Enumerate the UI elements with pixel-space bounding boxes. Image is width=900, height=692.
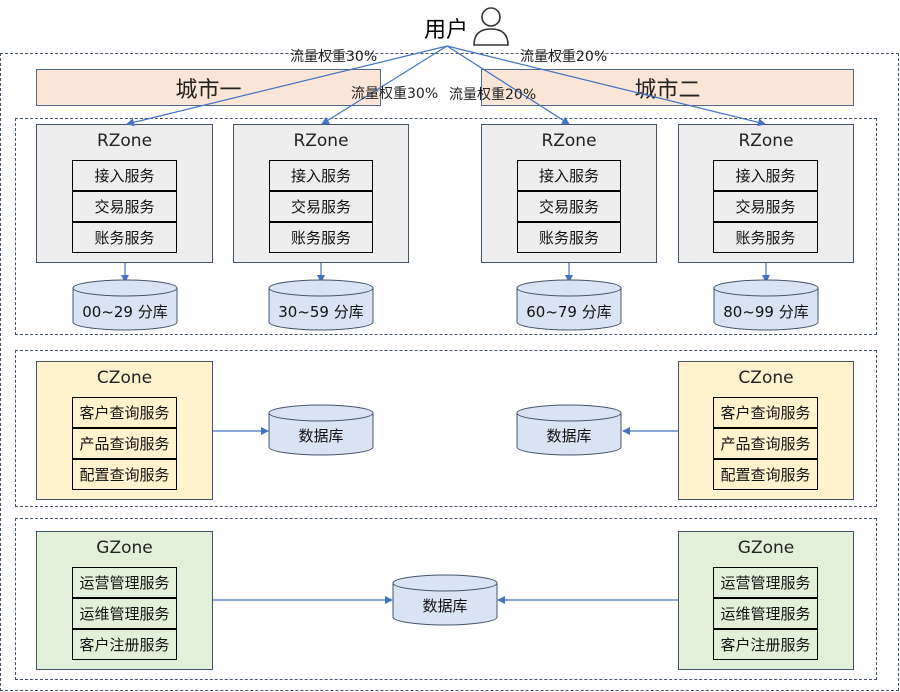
rzone-1: RZone [36,124,213,263]
traffic-arrow [446,45,570,125]
gzone-title: GZone [737,538,795,558]
database-cylinder [516,279,622,331]
service-box: 接入服务 [269,160,373,191]
user-icon [470,5,512,47]
czone-band [15,350,877,507]
service-box: 交易服务 [269,191,373,222]
service-box: 配置查询服务 [713,459,818,490]
traffic-weight-label: 流量权重20% [449,87,537,103]
service-box: 运营管理服务 [72,567,177,598]
service-box: 接入服务 [72,160,177,191]
czone-title: CZone [738,368,794,388]
service-box: 产品查询服务 [713,428,818,459]
czone-title: CZone [96,368,153,388]
database-cylinder [268,404,374,456]
database-label: 数据库 [422,597,468,615]
service-box: 接入服务 [713,160,818,191]
rzone-2: RZone [233,124,409,263]
service-box: 客户查询服务 [72,397,177,428]
service-box: 运营管理服务 [713,567,818,598]
database-label: 60~79 分库 [526,303,612,321]
service-box: 运维管理服务 [713,598,818,629]
service-box: 客户查询服务 [713,397,818,428]
service-box: 运维管理服务 [72,598,177,629]
database-label: 00~29 分库 [82,303,168,321]
database-cylinder [516,404,622,456]
service-box: 账务服务 [72,222,177,253]
service-box: 接入服务 [517,160,621,191]
city-two-label: 城市二 [634,77,701,103]
deployment-boundary [0,53,899,691]
rzone-title: RZone [96,131,153,151]
service-box: 客户注册服务 [713,629,818,660]
service-box: 产品查询服务 [72,428,177,459]
rzone-title: RZone [541,131,597,151]
gzone-band [15,518,877,680]
service-box: 交易服务 [713,191,818,222]
database-cylinder [72,279,178,331]
service-box: 交易服务 [72,191,177,222]
database-cylinder [713,279,819,331]
service-box: 配置查询服务 [72,459,177,490]
service-box: 账务服务 [269,222,373,253]
database-label: 数据库 [546,427,592,445]
traffic-weight-label: 流量权重20% [520,49,608,65]
rzone-title: RZone [293,131,349,151]
traffic-arrow [446,45,766,127]
service-box: 交易服务 [517,191,621,222]
traffic-arrow [126,45,448,127]
traffic-arrow [321,45,448,125]
service-box: 账务服务 [517,222,621,253]
rzone-title: RZone [738,131,794,151]
database-cylinder [392,574,498,626]
gzone-1: GZone [36,531,213,670]
rzone-band [15,118,877,335]
gzone-2: GZone [678,531,854,670]
traffic-weight-label: 流量权重30% [290,49,378,65]
czone-2: CZone [678,361,854,500]
service-box: 客户注册服务 [72,629,177,660]
rzone-4: RZone [678,124,854,263]
czone-1: CZone [36,361,213,500]
traffic-weight-label: 流量权重30% [351,86,439,102]
rzone-3: RZone [481,124,657,263]
database-label: 80~99 分库 [723,303,809,321]
database-cylinder [268,279,374,331]
service-box: 账务服务 [713,222,818,253]
gzone-title: GZone [96,538,153,558]
user-label: 用户 [424,18,469,43]
database-label: 30~59 分库 [278,303,364,321]
database-label: 数据库 [298,427,344,445]
